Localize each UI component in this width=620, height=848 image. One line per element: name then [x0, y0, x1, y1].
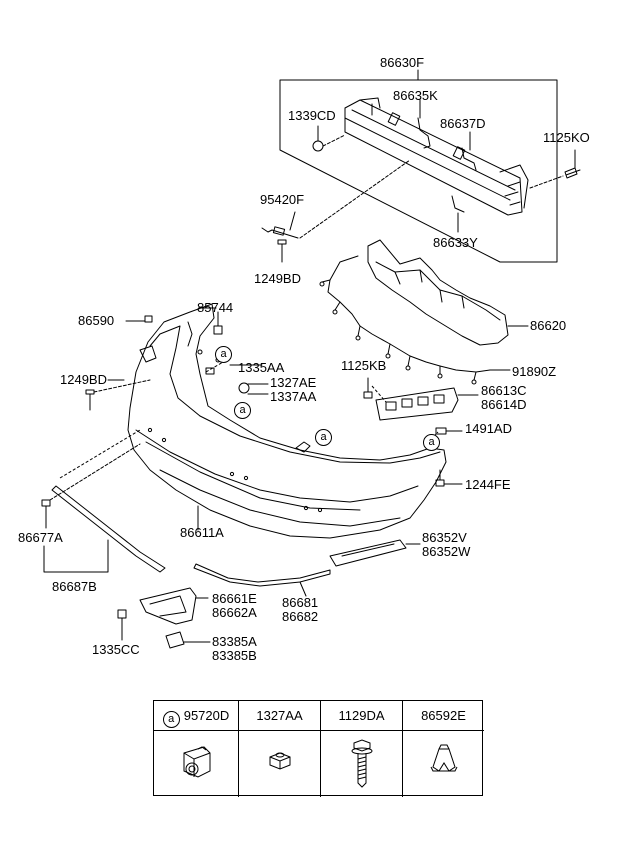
callout-1491AD: 1491AD: [465, 421, 512, 436]
garnish-86352V: [329, 539, 407, 567]
callout-1249BD-top: 1249BD: [254, 271, 301, 286]
callout-86677A: 86677A: [18, 530, 63, 545]
bracket-86633Y: [451, 195, 465, 213]
ref-marker-a: a: [215, 346, 232, 363]
bracket-83385A: [165, 631, 185, 649]
callout-86687B: 86687B: [52, 579, 97, 594]
bracket-86635K: [417, 117, 431, 149]
legend-header: 1129DA: [321, 701, 402, 731]
legend-cell-1129DA: 1129DA: [321, 701, 403, 797]
ref-marker-a: a: [234, 402, 251, 419]
bolt-1125KB: [363, 377, 373, 399]
legend-header: 1327AA: [239, 701, 320, 731]
callout-1335CC: 1335CC: [92, 642, 140, 657]
callout-86352V: 86352V: [422, 530, 467, 545]
bolt-1125KO: [529, 149, 581, 189]
moulding-86687B: [51, 485, 166, 573]
nut-icon: [239, 731, 320, 797]
callout-86661E: 86661E: [212, 591, 257, 606]
clip-icon: [403, 731, 484, 797]
legend-part-number: 1129DA: [338, 708, 385, 723]
callout-86590: 86590: [78, 313, 115, 328]
callout-86681: 86681: [282, 595, 319, 610]
callout-86682: 86682: [282, 609, 319, 624]
callout-86635K: 86635K: [393, 88, 438, 103]
reflector-86661E: [139, 587, 197, 625]
callout-1339CD: 1339CD: [288, 108, 336, 123]
callout-1249BD-left: 1249BD: [60, 372, 107, 387]
nut-1339CD: [312, 140, 324, 152]
callout-86611A: 86611A: [180, 525, 224, 540]
moulding-86681: [193, 563, 331, 587]
legend-part-number: 95720D: [183, 708, 230, 723]
wiring-harness: [327, 255, 491, 373]
callout-1125KB: 1125KB: [341, 358, 387, 373]
callout-1335AA: 1335AA: [238, 360, 285, 375]
callout-1327AE: 1327AE: [270, 375, 317, 390]
bumper-side-bracket: [375, 387, 459, 421]
callout-86614D: 86614D: [481, 397, 527, 412]
legend-part-number: 1327AA: [256, 708, 303, 723]
ref-marker-a: a: [315, 429, 332, 446]
callout-86620: 86620: [530, 318, 567, 333]
callout-86633Y: 86633Y: [433, 235, 478, 250]
callout-85744: 85744: [197, 300, 234, 315]
legend-part-number: 86592E: [421, 708, 466, 723]
callout-86662A: 86662A: [212, 605, 257, 620]
callout-95420F: 95420F: [260, 192, 305, 207]
reinforcement-frame: [279, 79, 558, 263]
legend-cell-1327AA: 1327AA: [239, 701, 321, 797]
ref-marker-a: a: [423, 434, 440, 451]
bolt-1249BD-top: [277, 239, 287, 263]
legend-cell-86592E: 86592E: [403, 701, 484, 797]
callout-1244FE: 1244FE: [465, 477, 511, 492]
legend-header: 86592E: [403, 701, 484, 731]
bolt-icon: [321, 731, 402, 797]
callout-83385B: 83385B: [212, 648, 257, 663]
bracket-86637D: [461, 147, 477, 171]
ref-marker-a: a: [162, 711, 180, 728]
callout-86352W: 86352W: [422, 544, 471, 559]
clip-95420F: [261, 159, 411, 239]
energy-absorber: [367, 239, 509, 346]
callout-86637D: 86637D: [440, 116, 486, 131]
callout-1337AA: 1337AA: [270, 389, 317, 404]
callout-86613C: 86613C: [481, 383, 527, 398]
bumper-cover: [127, 303, 447, 539]
callout-83385A: 83385A: [212, 634, 257, 649]
callout-91890Z: 91890Z: [512, 364, 557, 379]
reinforcement-beam: [344, 97, 529, 216]
callout-86630F: 86630F: [380, 55, 425, 70]
sensor-icon: [154, 731, 238, 797]
callout-1125KO: 1125KO: [543, 130, 590, 145]
